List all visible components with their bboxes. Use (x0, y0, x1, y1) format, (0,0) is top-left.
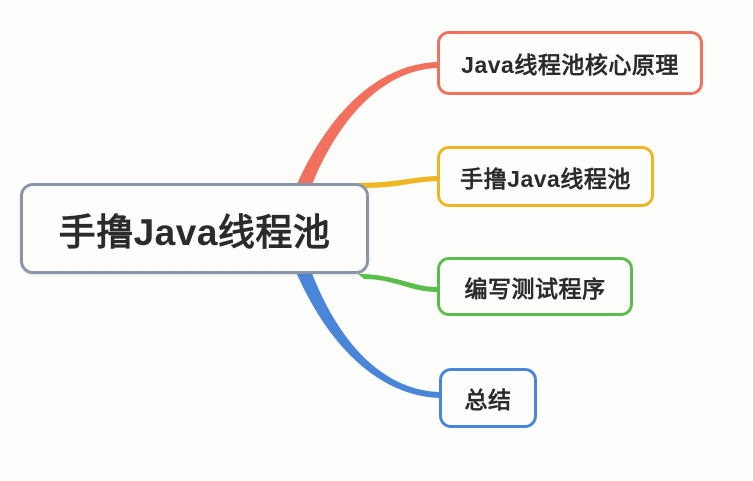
mindmap-node-handmade-java-thread-pool[interactable]: 手撸Java线程池 (437, 146, 654, 207)
mindmap-node-summary[interactable]: 总结 (439, 368, 537, 428)
connector-branch-1 (296, 62, 437, 187)
connector-branch-3 (358, 274, 437, 292)
connector-branch-2 (358, 176, 437, 188)
connector-branch-4 (296, 271, 439, 398)
mindmap-root-label: 手撸Java线程池 (58, 211, 331, 253)
mindmap-node-label: 手撸Java线程池 (460, 165, 631, 192)
mindmap-node-write-test-program[interactable]: 编写测试程序 (437, 257, 633, 316)
mindmap-node-label: 总结 (464, 387, 512, 413)
mindmap-node-label: Java线程池核心原理 (461, 52, 679, 78)
mindmap-node-java-thread-pool-core-principle[interactable]: Java线程池核心原理 (437, 31, 703, 95)
mindmap-root-node[interactable]: 手撸Java线程池 (20, 183, 369, 274)
mindmap-node-label: 编写测试程序 (464, 275, 606, 302)
